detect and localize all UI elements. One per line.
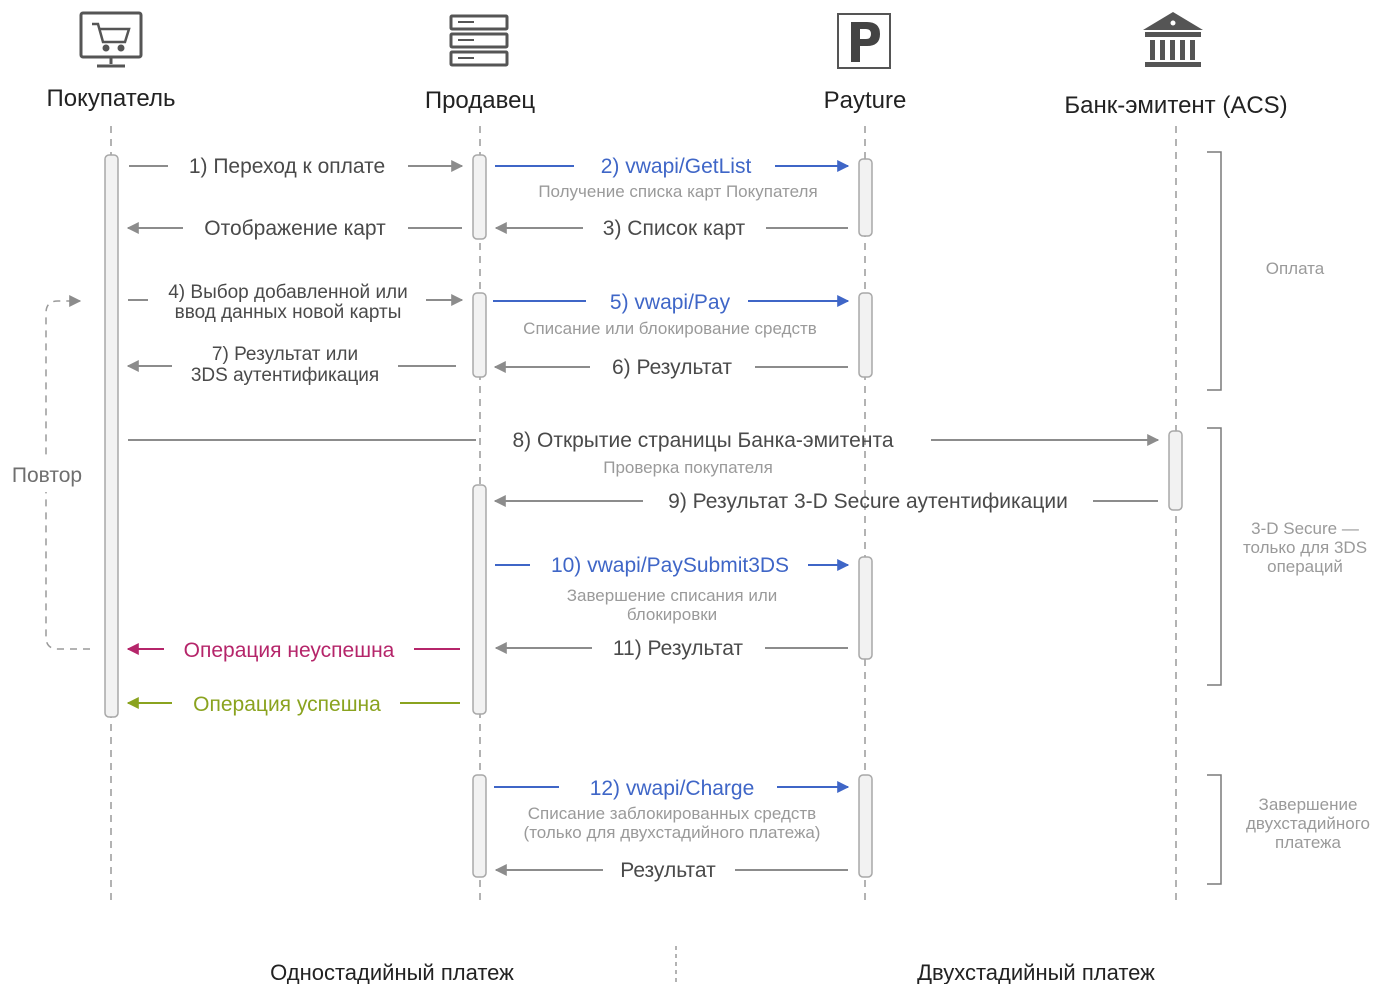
msg-10-note-line1: Завершение списания или [567,586,778,605]
msg-success-label: Операция успешна [193,693,381,716]
bracket-payment [1207,151,1222,391]
msg-1-label: 1) Переход к оплате [189,155,385,178]
activation-merchant-2 [472,292,487,378]
msg-8-label: 8) Открытие страницы Банка-эмитента [512,429,893,452]
msg-5-label: 5) vwapi/Pay [610,291,731,314]
msg-fail-label: Операция неуспешна [184,639,395,662]
msg-11-label: 11) Результат [613,637,744,660]
msg-4-label-line1: 4) Выбор добавленной или [168,282,408,303]
activation-payture-4 [858,774,873,878]
bracket-3ds [1207,427,1222,686]
activation-payture-3 [858,556,873,660]
section-completion-line2: двухстадийного [1246,814,1370,833]
activation-merchant-1 [472,154,487,240]
actor-label-bank: Банк-эмитент (ACS) [1064,92,1287,119]
activation-payture-1 [858,158,873,237]
msg-2-label: 2) vwapi/GetList [601,155,752,178]
msg-9-label: 9) Результат 3-D Secure аутентификации [668,490,1068,513]
section-3ds-line3: операций [1267,557,1343,576]
footer-single-stage: Одностадийный платеж [270,960,514,984]
msg-12-note-line2: (только для двухстадийного платежа) [524,823,821,842]
retry-label-bg [6,458,88,492]
section-3ds-line1: 3-D Secure — [1251,519,1359,538]
activation-merchant-3 [472,484,487,715]
msg-12-note-line1: Списание заблокированных средств [528,804,816,823]
bank-building-icon [1143,12,1203,67]
msg-7-label-line2: 3DS аутентификация [191,365,379,386]
msg-13-label: Результат [620,859,716,882]
actor-label-buyer: Покупатель [47,85,176,112]
msg-10-note-line2: блокировки [627,605,717,624]
msg-4-label-line2: ввод данных новой карты [175,302,402,323]
actor-label-payture: Payture [824,87,907,114]
bracket-completion [1207,774,1222,885]
msg-6-label: 6) Результат [612,356,732,379]
section-payment-label: Оплата [1266,259,1325,278]
msg-5-note: Списание или блокирование средств [523,319,817,338]
footer-two-stage: Двухстадийный платеж [917,960,1155,984]
section-completion-line3: платежа [1275,833,1341,852]
section-3ds-line2: только для 3DS [1243,538,1367,557]
activation-merchant-4 [472,774,487,878]
activation-bars [104,154,1183,878]
activation-buyer [104,154,119,718]
msg-12-label: 12) vwapi/Charge [590,777,755,800]
actor-label-merchant: Продавец [425,87,536,114]
payture-logo-icon [837,13,891,69]
activation-payture-2 [858,292,873,378]
msg-7-label-line1: 7) Результат или [212,344,358,365]
msg-10-label: 10) vwapi/PaySubmit3DS [551,554,789,577]
section-completion-line1: Завершение [1259,795,1358,814]
msg-3b-label: Отображение карт [204,217,386,240]
retry-label: Повтор [12,464,82,487]
msg-8-note: Проверка покупателя [603,458,773,477]
msg-3-label: 3) Список карт [603,217,746,240]
msg-2-note: Получение списка карт Покупателя [538,182,817,201]
server-rack-icon [449,14,509,67]
monitor-cart-icon [79,11,143,68]
activation-bank [1168,430,1183,511]
